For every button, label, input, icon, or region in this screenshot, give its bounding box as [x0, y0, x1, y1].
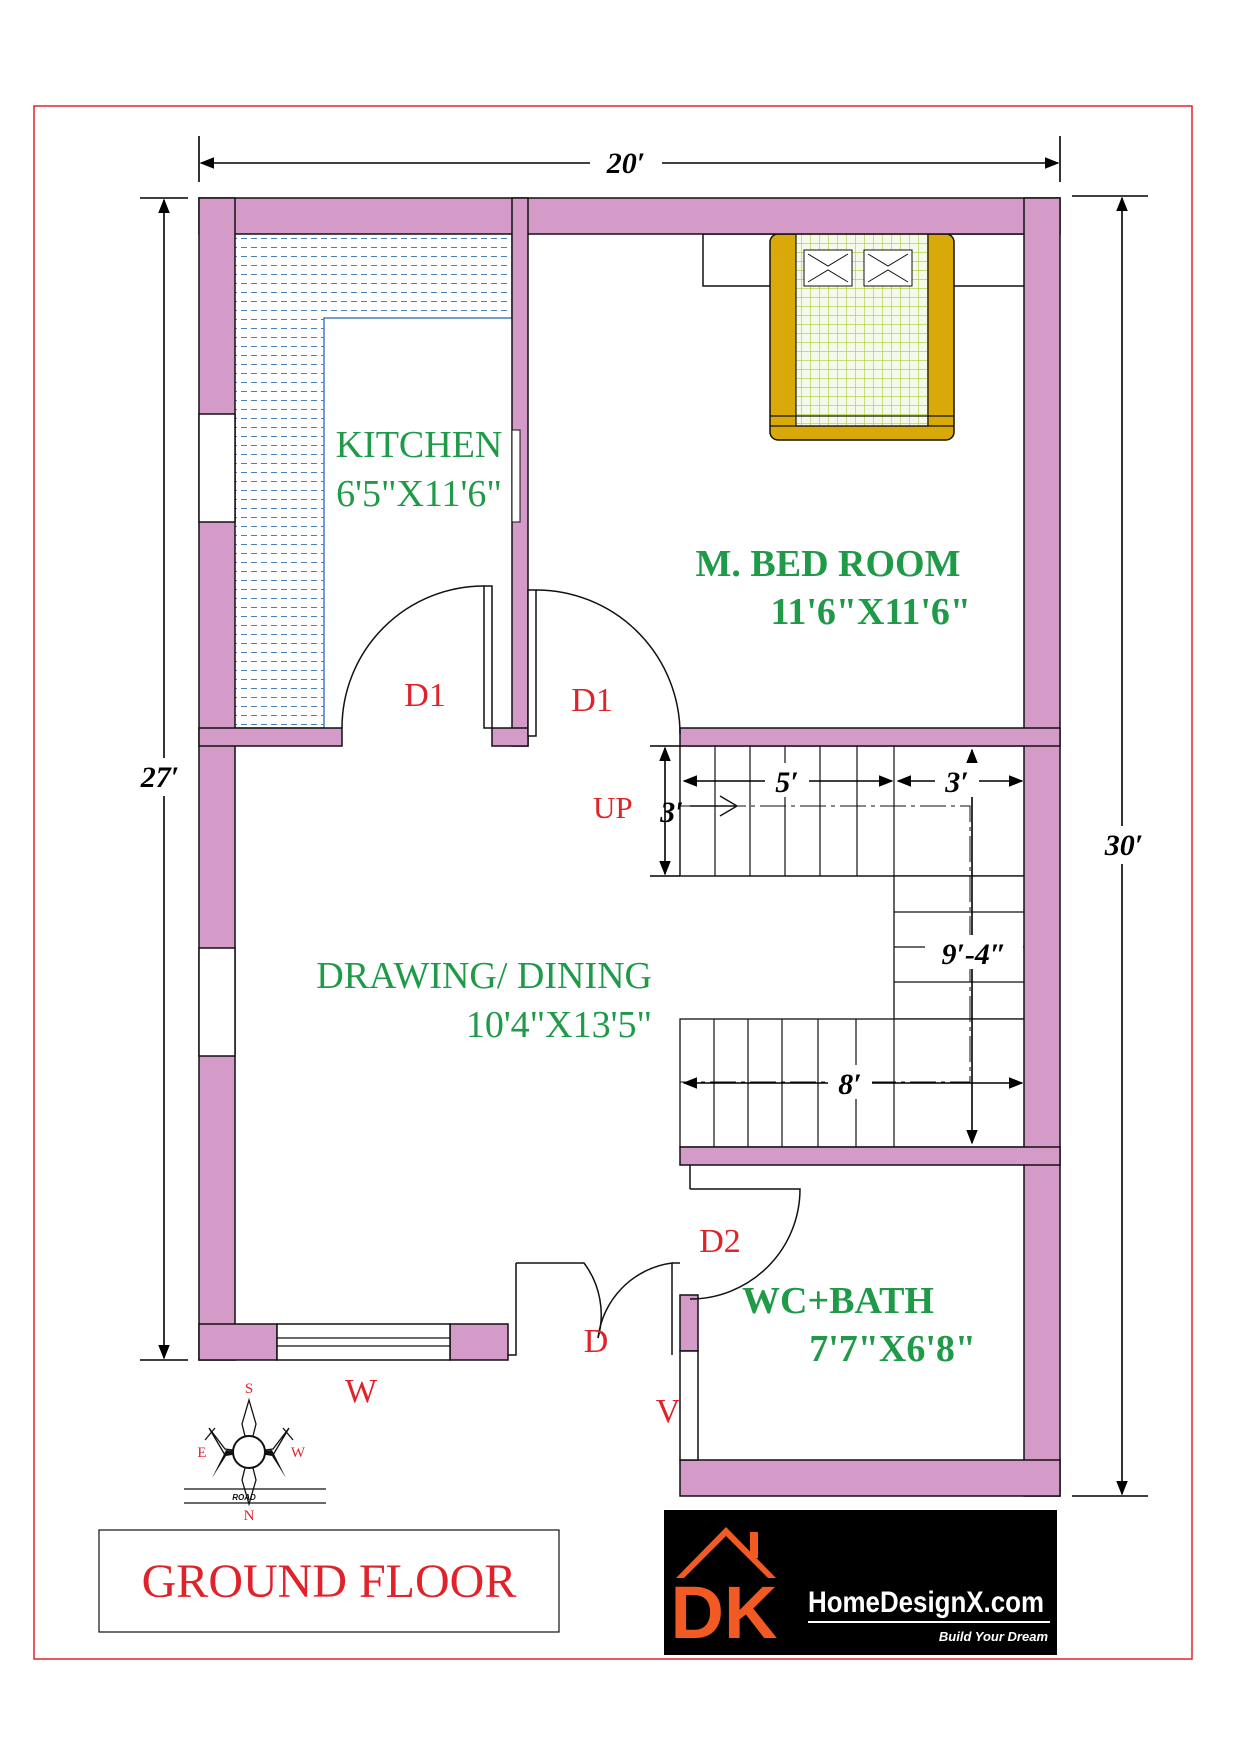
up-arrow-icon: [690, 795, 739, 817]
bedroom-name: M. BED ROOM: [696, 543, 961, 585]
dim-top-width: 20′: [606, 147, 645, 180]
walls: [198, 197, 1061, 1497]
dim-stair-5: 5′: [775, 766, 798, 799]
dim-left-height: 27′: [140, 761, 179, 794]
bed: [702, 233, 1026, 441]
staircase: 5′ 3′ 3′ 9′-4″ 8′ UP: [593, 745, 1026, 1148]
door-label-main: D: [584, 1323, 609, 1360]
bath-size: 7'7"X6'8": [809, 1328, 976, 1370]
doors: [341, 585, 801, 1356]
bedroom-size: 11'6"X11'6": [770, 591, 971, 633]
kitchen-size: 6'5"X11'6": [336, 473, 502, 515]
drawing-title: GROUND FLOOR: [142, 1555, 517, 1608]
drawing-name: DRAWING/ DINING: [316, 955, 652, 997]
ventilator-label: V: [656, 1393, 681, 1430]
bath-name: WC+BATH: [742, 1280, 934, 1322]
compass-n: N: [244, 1508, 255, 1524]
dk-logo: DK HomeDesignX.com Build Your Dream: [664, 1510, 1057, 1655]
logo-tagline: Build Your Dream: [939, 1629, 1049, 1644]
dim-stair-3-vertical: 3′: [659, 796, 683, 829]
window-label: W: [345, 1373, 378, 1410]
drawing-size: 10'4"X13'5": [466, 1004, 652, 1046]
compass: S E W N ROAD: [184, 1381, 326, 1524]
house-roof-icon: [676, 1527, 776, 1578]
compass-s: S: [245, 1381, 253, 1397]
compass-e: E: [197, 1445, 206, 1461]
dimension-lines: 20′ 27′ 30′: [126, 136, 1160, 1497]
road-label: ROAD: [232, 1493, 256, 1502]
stair-up-label: UP: [593, 790, 633, 825]
door-label-bath: D2: [699, 1223, 741, 1260]
compass-w: W: [291, 1445, 306, 1461]
title-box: [98, 1529, 560, 1633]
dim-right-height: 30′: [1104, 829, 1143, 862]
door-label-bedroom: D1: [571, 682, 613, 719]
page-border: [33, 105, 1193, 1660]
dim-stair-9-4: 9′-4″: [942, 938, 1007, 971]
door-label-kitchen: D1: [404, 677, 446, 714]
kitchen-name: KITCHEN: [336, 424, 503, 466]
compass-rose-icon: [204, 1397, 294, 1507]
logo-name: HomeDesignX.com: [808, 1586, 1044, 1619]
dim-stair-3-horizontal: 3′: [944, 766, 968, 799]
dim-stair-8: 8′: [838, 1068, 861, 1101]
logo-mark: DK: [671, 1571, 778, 1654]
